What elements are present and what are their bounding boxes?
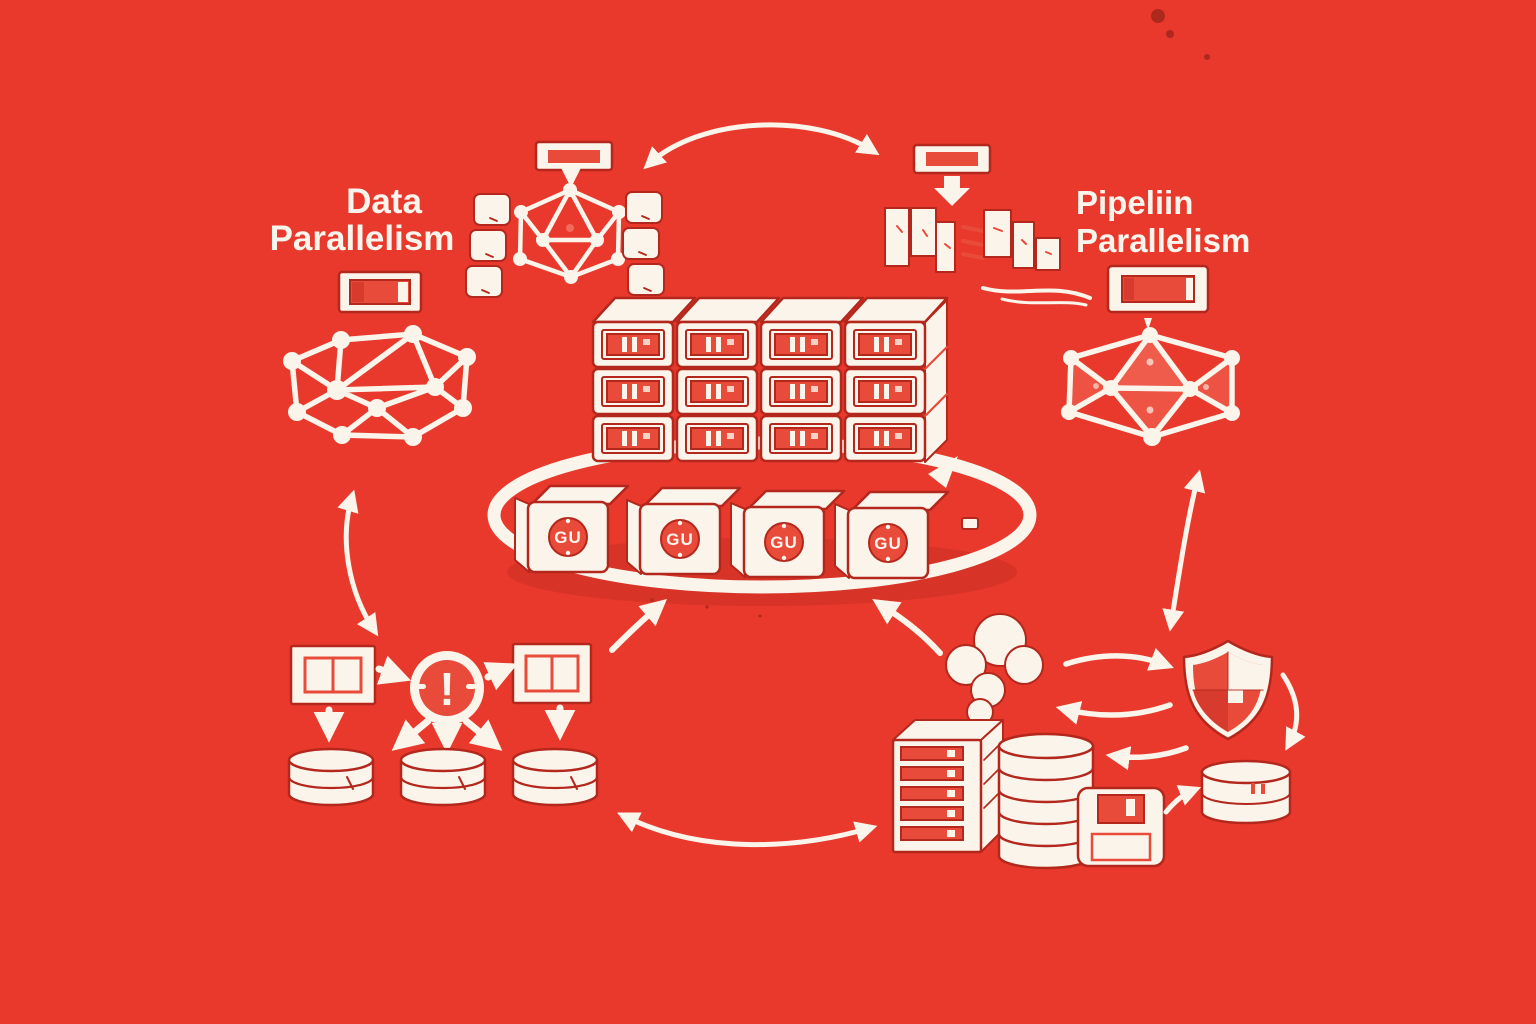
up-arrow-right	[872, 598, 943, 656]
warning-glyph: !	[439, 663, 454, 715]
right-progress-bar-icon	[1106, 264, 1210, 330]
gpu-badge-label: GU	[770, 533, 798, 552]
server-drawer-icon	[675, 367, 759, 416]
swoosh-line	[981, 286, 1092, 300]
server-stack	[591, 296, 949, 463]
cube-stack-right-icon	[622, 191, 665, 296]
title-pipeline-parallelism: Pipeliin Parallelism	[1076, 184, 1250, 259]
server-drawer-icon	[759, 320, 843, 369]
title-left-line1: Data	[346, 182, 422, 221]
left-network-mesh-icon	[283, 325, 476, 446]
window-icon-1	[289, 644, 377, 706]
server-drawer-icon	[675, 414, 759, 463]
gpu-box-4: GU	[833, 490, 979, 580]
network-mesh-icon	[513, 183, 626, 284]
server-drawer-icon	[591, 367, 675, 416]
storage-drum-icon	[1200, 759, 1292, 825]
arrow-win1-warning	[375, 655, 412, 685]
down-arrow-icon	[934, 176, 970, 206]
gpu-box-2: GU	[625, 486, 742, 576]
arrow-warning-db3	[462, 717, 503, 751]
right-network-mesh-icon	[1061, 327, 1240, 446]
arrow-warning-win2	[483, 662, 518, 691]
left-vertical-arrow	[337, 489, 379, 637]
gpu-badge-label: GU	[554, 528, 582, 547]
gpu-badge-label: GU	[666, 530, 694, 549]
shield-icon	[1182, 639, 1274, 741]
floppy-disk-icon	[1076, 786, 1166, 868]
left-progress-bar-icon	[337, 270, 423, 314]
server-drawer-icon	[591, 414, 675, 463]
top-sync-arrow	[643, 122, 880, 170]
title-right-line2: Parallelism	[1076, 222, 1250, 259]
server-rack-icon	[891, 719, 1004, 854]
pipeline-mini-diagram	[884, 143, 1092, 307]
database-icon	[511, 747, 599, 807]
database-icon	[399, 747, 487, 807]
server-drawer-icon	[843, 414, 927, 463]
gpu-slot	[961, 517, 979, 530]
arrow-shield-cloud	[1055, 701, 1173, 725]
gpu-box-1: GU	[513, 484, 630, 574]
title-right-line1: Pipeliin	[1076, 184, 1193, 221]
server-drawer-icon	[843, 320, 927, 369]
server-drawer-icon	[591, 320, 675, 369]
database-icon	[287, 747, 375, 807]
arrow-shield-drum	[1280, 672, 1306, 751]
data-parallel-mini-diagram	[465, 140, 665, 298]
server-drawer-icon	[759, 414, 843, 463]
storage-checkpoint-group	[891, 613, 1306, 870]
arrow-floppy-drum	[1163, 785, 1202, 815]
arrow-cloud-shield	[1063, 648, 1174, 671]
right-vertical-arrow	[1162, 469, 1206, 632]
arrow-warning-db1	[391, 717, 432, 751]
gpu-box-3: GU	[729, 489, 846, 579]
server-drawer-icon	[843, 367, 927, 416]
title-left-line2: Parallelism	[270, 219, 455, 258]
window-icon-2	[511, 642, 593, 705]
shard-flow: !	[287, 642, 599, 807]
server-drawer-icon	[675, 320, 759, 369]
swoosh-line-2	[1000, 297, 1088, 307]
gpu-cluster: GU GU GU GU	[487, 296, 1037, 606]
pipeline-stages-icon	[884, 207, 1061, 273]
server-drawer-icon	[759, 367, 843, 416]
up-arrow-left	[609, 598, 668, 653]
warning-icon: !	[410, 651, 484, 725]
arrow-shield-storage	[1105, 745, 1189, 771]
title-data-parallelism: Data Parallelism	[270, 182, 455, 258]
bottom-sync-arrow	[617, 812, 878, 848]
gpu-badge-label: GU	[874, 534, 902, 553]
loop-arrow-tip	[928, 456, 958, 488]
